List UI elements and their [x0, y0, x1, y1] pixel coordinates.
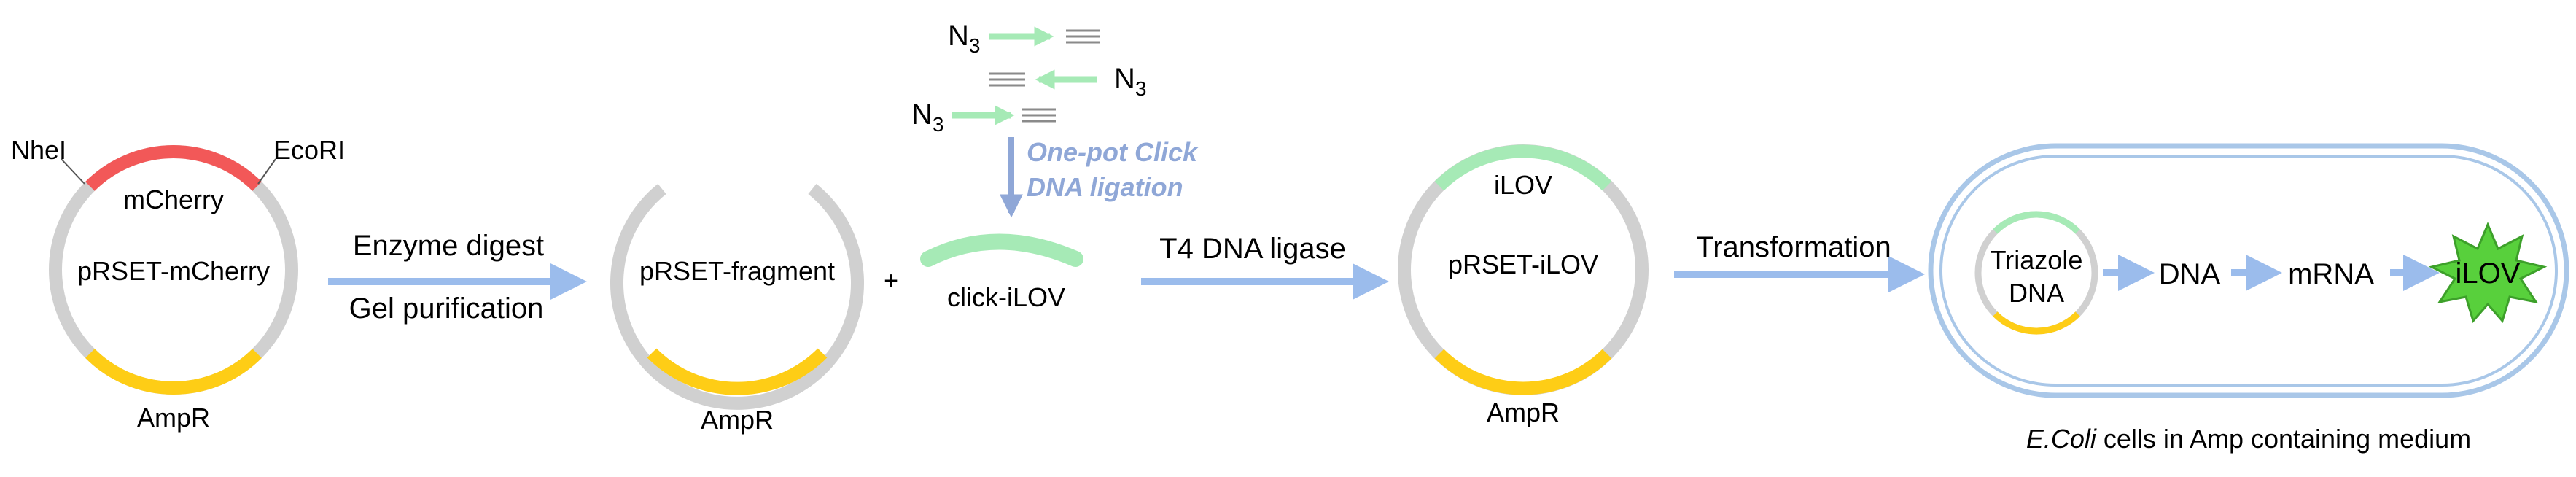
- plasmid-fragment: pRSET-fragment AmpR: [610, 183, 864, 435]
- azide-label-1: N3: [948, 20, 980, 57]
- ampr-label-3: AmpR: [1487, 398, 1560, 427]
- triazole-plasmid: Triazole DNA: [1974, 211, 2098, 335]
- triazole-dna-label: DNA: [2009, 278, 2064, 308]
- plus-sign: +: [884, 267, 898, 295]
- plasmid-ilov: iLOV pRSET-iLOV AmpR: [1398, 144, 1649, 427]
- click-note-line2: DNA ligation: [1027, 172, 1183, 202]
- oligo-set: N3 N3 N3: [911, 20, 1146, 136]
- fragment-backbone: [610, 183, 864, 410]
- mcherry-segment: [85, 145, 262, 191]
- azide-label-3: N3: [911, 98, 943, 136]
- ampr-segment-3: [1434, 349, 1612, 395]
- click-ilov-arc: [920, 233, 1083, 267]
- step-enzyme-digest: Enzyme digest Gel purification: [328, 230, 587, 325]
- caption-medium: cells in Amp containing medium: [2096, 424, 2471, 454]
- step1-top-label: Enzyme digest: [353, 230, 544, 262]
- ilov-label: iLOV: [1494, 170, 1552, 200]
- nhei-site-label: NheI: [11, 135, 66, 165]
- flow-mrna-label: mRNA: [2288, 258, 2374, 290]
- triazole-ilov-segment: [1993, 211, 2080, 234]
- triazole-ampr-segment: [1993, 311, 2080, 335]
- ecoli-cell: Triazole DNA DNA mRNA iLOV: [1928, 143, 2569, 398]
- mcherry-label: mCherry: [123, 185, 224, 214]
- click-ilov-label: click-iLOV: [947, 282, 1065, 312]
- ilov-segment: [1434, 144, 1612, 191]
- plasmid-mcherry-name: pRSET-mCherry: [77, 256, 270, 286]
- plasmid-ilov-name: pRSET-iLOV: [1448, 249, 1598, 279]
- flow-ilov-label: iLOV: [2456, 257, 2521, 290]
- fragment-name: pRSET-fragment: [639, 256, 835, 286]
- triazole-label: Triazole: [1991, 245, 2083, 275]
- caption-organism: E.Coli: [2026, 424, 2097, 454]
- oligo-bars-1: [1066, 29, 1100, 44]
- ecori-pointer: [257, 158, 276, 185]
- step-ligase: T4 DNA ligase: [1141, 233, 1389, 300]
- nhei-pointer: [61, 158, 85, 185]
- oligo-bars-3: [1022, 108, 1056, 123]
- click-ilov-insert: click-iLOV: [920, 233, 1083, 312]
- cell-inner-membrane: [1939, 155, 2558, 387]
- fluorescence-burst: [2428, 222, 2548, 324]
- plasmid-mcherry: NheI EcoRI mCherry pRSET-mCherry AmpR: [11, 135, 345, 433]
- click-note-line1: One-pot Click: [1027, 137, 1199, 167]
- cell-outer-wall: [1928, 143, 2569, 398]
- step2-label: T4 DNA ligase: [1159, 233, 1346, 265]
- ecori-site-label: EcoRI: [273, 135, 345, 165]
- ampr-label-1: AmpR: [137, 403, 210, 433]
- step-click-ligation: One-pot Click DNA ligation: [1000, 137, 1199, 218]
- cell-caption: E.Coli cells in Amp containing medium: [2026, 424, 2471, 454]
- flow-dna-label: DNA: [2159, 258, 2221, 290]
- ampr-segment-2: [647, 348, 828, 395]
- oligo-bars-2: [989, 72, 1025, 87]
- step1-bottom-label: Gel purification: [349, 292, 544, 325]
- step-transformation: Transformation: [1674, 231, 1925, 292]
- ampr-segment-1: [85, 349, 262, 395]
- azide-label-2: N3: [1114, 63, 1146, 100]
- ampr-label-2: AmpR: [701, 405, 774, 435]
- step3-label: Transformation: [1696, 231, 1891, 263]
